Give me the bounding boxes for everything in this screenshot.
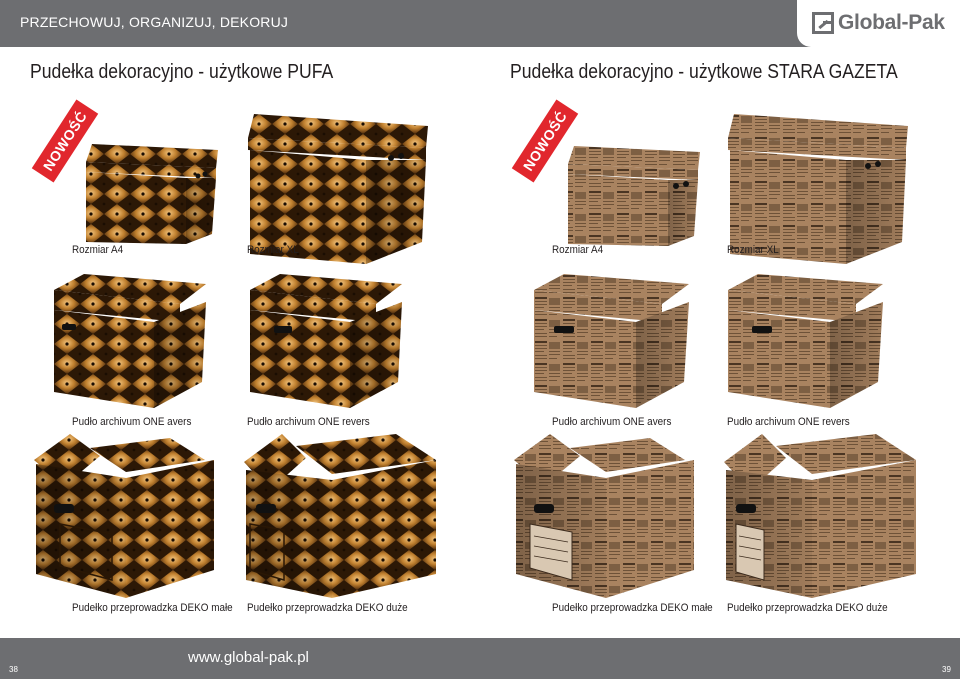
right-page-heading: Pudełka dekoracyjno - użytkowe STARA GAZ… xyxy=(510,61,898,83)
label-panel xyxy=(529,523,573,581)
pufa-moving-box-small xyxy=(34,434,214,598)
left-page-heading: Pudełka dekoracyjno - użytkowe PUFA xyxy=(30,61,334,83)
footer-bar: www.global-pak.pl 38 39 xyxy=(0,638,960,679)
pufa-a4-box xyxy=(86,144,218,244)
caption-pufa-move-large: Pudełko przeprowadzka DEKO duże xyxy=(247,602,408,614)
top-bar: PRZECHOWUJ, ORGANIZUJ, DEKORUJ Global-Pa… xyxy=(0,0,960,47)
caption-pufa-avers: Pudło archivum ONE avers xyxy=(72,416,192,428)
page-number-left: 38 xyxy=(9,665,18,674)
caption-gazeta-xl: Rozmiar XL xyxy=(727,244,779,256)
brand-logo: Global-Pak xyxy=(797,0,960,47)
gazeta-archive-revers xyxy=(728,274,883,408)
caption-gazeta-revers: Pudło archivum ONE revers xyxy=(727,416,850,428)
pufa-moving-box-large xyxy=(244,434,436,598)
gazeta-moving-box-large xyxy=(724,434,916,598)
pufa-archive-revers xyxy=(250,274,402,408)
caption-gazeta-avers: Pudło archivum ONE avers xyxy=(552,416,672,428)
logo-mark-icon xyxy=(812,12,834,34)
gazeta-xl-box xyxy=(728,114,908,264)
caption-pufa-move-small: Pudełko przeprowadzka DEKO małe xyxy=(72,602,233,614)
label-panel xyxy=(735,523,765,581)
page-number-right: 39 xyxy=(942,665,951,674)
caption-gazeta-a4: Rozmiar A4 xyxy=(552,244,604,256)
caption-gazeta-move-small: Pudełko przeprowadzka DEKO małe xyxy=(552,602,713,614)
gazeta-archive-avers xyxy=(534,274,689,408)
caption-pufa-a4: Rozmiar A4 xyxy=(72,244,124,256)
caption-gazeta-move-large: Pudełko przeprowadzka DEKO duże xyxy=(727,602,888,614)
section-title: PRZECHOWUJ, ORGANIZUJ, DEKORUJ xyxy=(20,14,289,30)
caption-pufa-revers: Pudło archivum ONE revers xyxy=(247,416,370,428)
logo-text: Global-Pak xyxy=(838,11,945,34)
gazeta-moving-box-small xyxy=(514,434,694,598)
pufa-archive-avers xyxy=(54,274,206,408)
website-link[interactable]: www.global-pak.pl xyxy=(188,649,309,666)
caption-pufa-xl: Rozmiar XL xyxy=(247,244,299,256)
pufa-xl-box xyxy=(248,114,428,264)
gazeta-a4-box xyxy=(568,146,700,246)
